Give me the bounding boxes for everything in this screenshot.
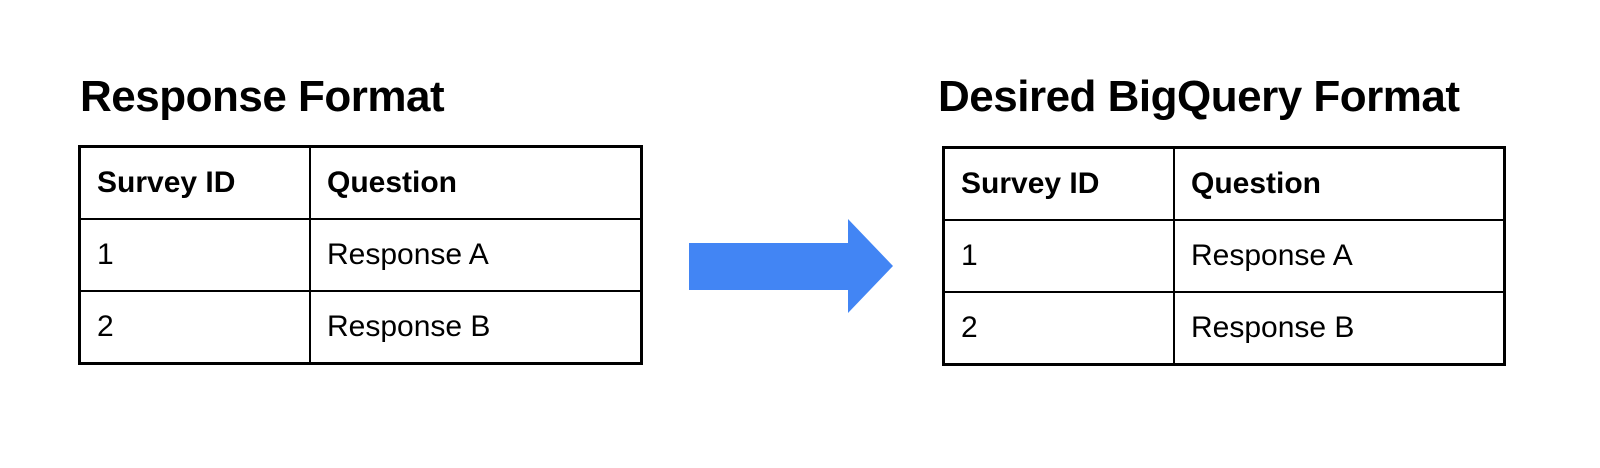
header-cell-survey-id: Survey ID bbox=[78, 145, 311, 220]
table-row: 1 Response A bbox=[942, 219, 1506, 293]
cell-question: Response B bbox=[309, 290, 643, 365]
table-header-row: Survey ID Question bbox=[78, 145, 643, 220]
cell-survey-id: 2 bbox=[942, 291, 1175, 366]
table-header-row: Survey ID Question bbox=[942, 146, 1506, 221]
table-row: 2 Response B bbox=[942, 291, 1506, 366]
cell-question: Response B bbox=[1173, 291, 1506, 366]
cell-question: Response A bbox=[309, 218, 643, 292]
table-row: 1 Response A bbox=[78, 218, 643, 292]
cell-survey-id: 2 bbox=[78, 290, 311, 365]
header-cell-question: Question bbox=[309, 145, 643, 220]
table-row: 2 Response B bbox=[78, 290, 643, 365]
header-cell-question: Question bbox=[1173, 146, 1506, 221]
response-format-table: Survey ID Question 1 Response A 2 Respon… bbox=[78, 145, 643, 365]
header-cell-survey-id: Survey ID bbox=[942, 146, 1175, 221]
cell-survey-id: 1 bbox=[78, 218, 311, 292]
left-panel-title: Response Format bbox=[80, 72, 445, 121]
cell-survey-id: 1 bbox=[942, 219, 1175, 293]
cell-question: Response A bbox=[1173, 219, 1506, 293]
right-panel-title: Desired BigQuery Format bbox=[938, 72, 1460, 121]
right-arrow-icon bbox=[689, 219, 893, 313]
transform-arrow bbox=[689, 219, 893, 313]
bigquery-format-table: Survey ID Question 1 Response A 2 Respon… bbox=[942, 146, 1506, 366]
